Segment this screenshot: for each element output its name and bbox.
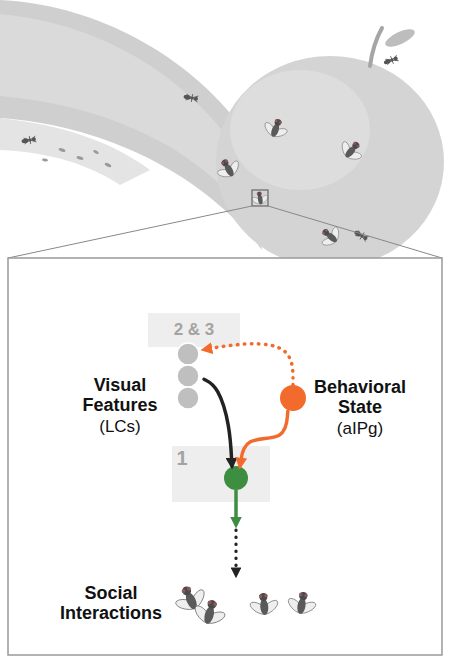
neuron-circle	[177, 343, 199, 365]
apple-leaf	[383, 26, 417, 50]
node-subtitle: (LCs)	[70, 417, 170, 437]
neuron-circle: 1	[224, 466, 248, 490]
banana-seeds	[42, 147, 112, 168]
ant	[183, 93, 199, 103]
neuron-circle	[177, 387, 199, 409]
connector-arrow	[204, 344, 293, 385]
node-heading: Visual Features	[70, 375, 170, 415]
fly	[250, 190, 271, 207]
fly	[315, 221, 346, 252]
connector-line	[234, 530, 237, 575]
fly	[284, 589, 320, 618]
apple-stem	[370, 28, 382, 66]
callout-number: 2 & 3	[148, 320, 240, 340]
neuron-cluster: Visual Features(LCs)	[172, 343, 204, 409]
neuron-circle	[224, 466, 248, 490]
neuron-circle	[280, 385, 306, 411]
fly	[212, 153, 245, 184]
zoom-line	[8, 206, 252, 258]
connector-arrow	[204, 379, 232, 466]
neuron-circle-outline	[280, 385, 306, 411]
neuron-cluster-outline	[172, 343, 204, 409]
callout-number: 1	[172, 448, 192, 468]
connector-line	[204, 379, 232, 466]
behavior-output: Social Interactions	[55, 575, 355, 645]
fly	[247, 592, 281, 619]
step-band	[148, 313, 240, 347]
connector-arrow	[240, 411, 288, 466]
banana-highlight	[0, 14, 236, 200]
connector-arrow	[236, 490, 237, 575]
inset-frame	[8, 258, 442, 655]
fly	[335, 134, 368, 167]
ant	[21, 135, 37, 145]
connector-line	[240, 411, 288, 466]
connector-line	[204, 344, 293, 385]
neuron-circle	[177, 365, 199, 387]
node-subtitle: (aIPg)	[310, 419, 410, 439]
node-heading: Behavioral State	[310, 377, 410, 417]
zoom-line	[268, 206, 442, 258]
connector-line	[234, 490, 238, 525]
fly	[260, 115, 292, 143]
apple	[216, 56, 444, 268]
apple-highlight	[230, 70, 370, 190]
node-heading: Social Interactions	[55, 583, 167, 623]
neuron-circle-outline	[224, 466, 248, 490]
banana-slice	[0, 118, 150, 185]
neuron-circle: Behavioral State(aIPg)	[280, 385, 306, 411]
ant	[383, 54, 399, 66]
zoom-square	[252, 190, 268, 206]
fly	[189, 596, 230, 631]
step-band	[172, 446, 270, 502]
